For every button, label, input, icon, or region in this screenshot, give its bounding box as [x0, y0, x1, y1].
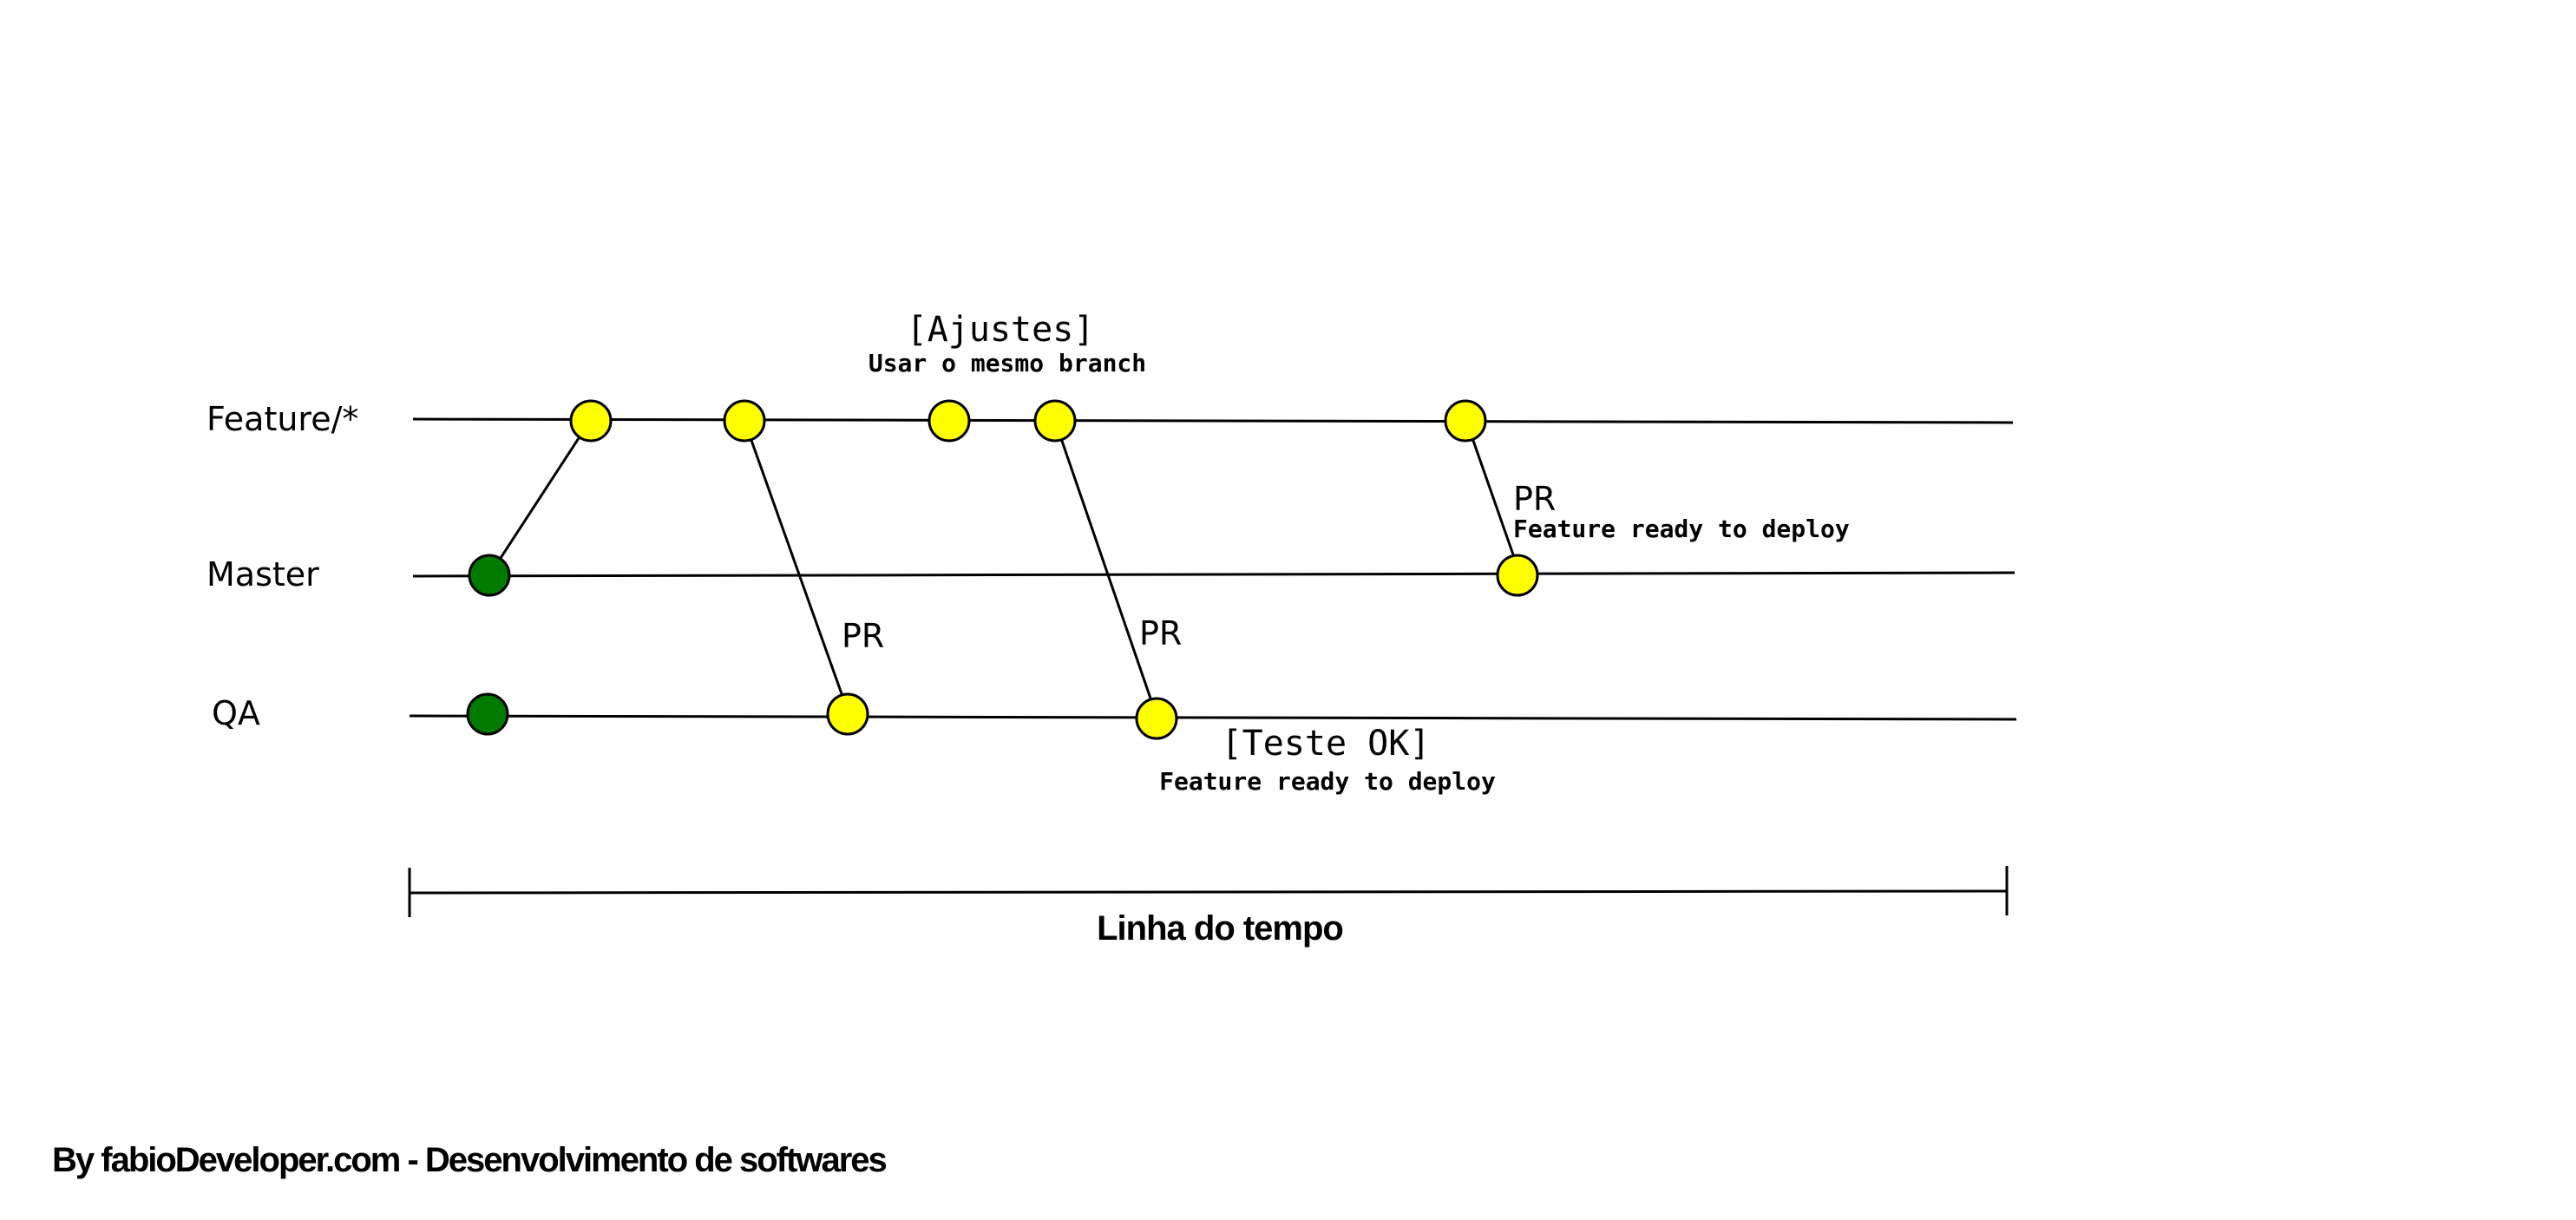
commit-master-merge [1496, 554, 1539, 597]
lane-label-qa: QA [212, 694, 260, 732]
merge-feature-to-master [1465, 420, 1522, 575]
master-lane-line [412, 571, 2016, 578]
ajustes-subtitle: Usar o mesmo branch [868, 349, 1146, 377]
timeline-label: Linha do tempo [1097, 909, 1343, 948]
commit-feature-4 [1033, 399, 1077, 443]
feature-lane-line [412, 417, 2014, 424]
pr-master-subtitle: Feature ready to deploy [1513, 515, 1850, 543]
commit-qa-merge-2 [1135, 697, 1178, 740]
ajustes-title: [Ajustes] [907, 310, 1095, 350]
merge-feature-to-qa-1 [743, 420, 850, 714]
commit-feature-1 [569, 399, 613, 443]
teste-ok-subtitle: Feature ready to deploy [1159, 767, 1496, 796]
pr-label-qa-2: PR [1139, 614, 1182, 653]
teste-ok-title: [Teste OK] [1222, 724, 1431, 764]
pr-label-master: PR [1513, 480, 1556, 518]
branch-master-to-feature [488, 420, 592, 576]
commit-feature-5 [1444, 399, 1487, 443]
timeline-axis [409, 889, 2008, 895]
lane-label-master: Master [206, 555, 319, 594]
qa-lane-line [409, 714, 2017, 721]
footer-credit: By fabioDeveloper.com - Desenvolvimento … [52, 1141, 887, 1179]
pr-label-qa-1: PR [842, 617, 884, 655]
commit-feature-2 [723, 399, 766, 443]
lane-label-feature: Feature/* [206, 400, 358, 438]
commit-master-initial [468, 554, 511, 597]
commit-feature-3 [927, 399, 971, 443]
merge-feature-to-qa-2 [1053, 420, 1159, 719]
commit-qa-merge-1 [826, 692, 869, 736]
commit-qa-initial [466, 692, 509, 736]
